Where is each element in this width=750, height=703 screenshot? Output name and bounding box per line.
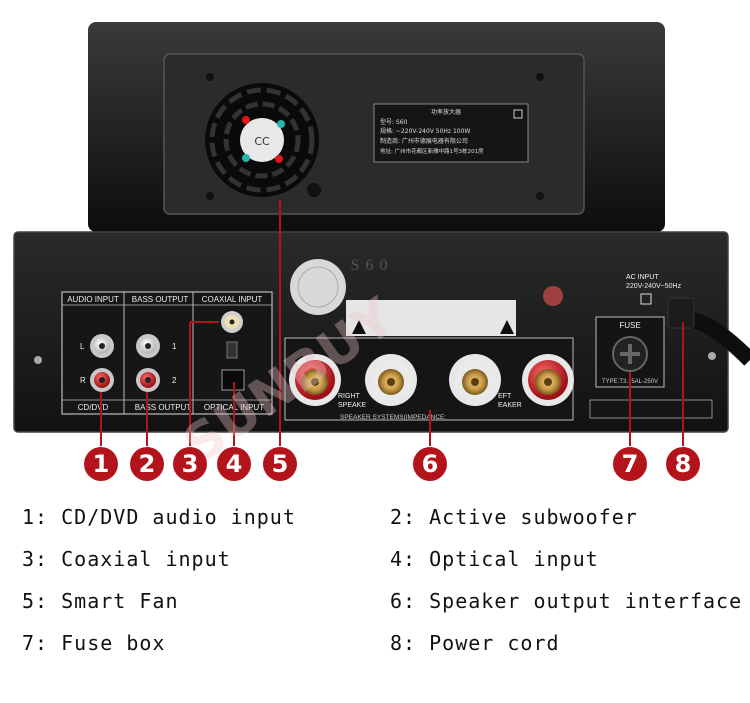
svg-text:SPEAKE: SPEAKE [338,402,366,409]
svg-text:L: L [80,342,85,351]
info-plate [373,103,529,163]
svg-text:1: 1 [172,342,177,351]
svg-text:制造商: 广州市德展电器有限公司: 制造商: 广州市德展电器有限公司 [380,137,468,145]
svg-text:AUDIO INPUT: AUDIO INPUT [67,295,119,304]
legend-item-7: 7: Fuse box [22,631,166,655]
svg-text:BASS OUTPUT: BASS OUTPUT [135,403,192,412]
svg-text:SPEAKER SYSTEMS(IMPEDANCE:: SPEAKER SYSTEMS(IMPEDANCE: [340,414,446,421]
callout-7: 7 [613,447,647,481]
ccc-mark [543,286,563,306]
svg-text:RIGHT: RIGHT [338,393,361,400]
callout-3: 3 [173,447,207,481]
svg-text:规格: ~220V-240V 50Hz 100W: 规格: ~220V-240V 50Hz 100W [380,127,470,135]
svg-text:EAKER: EAKER [498,402,522,409]
callout-2: 2 [130,447,164,481]
svg-text:2: 2 [172,376,177,385]
legend-item-3: 3: Coaxial input [22,547,231,571]
svg-text:FUSE: FUSE [619,321,640,330]
dc-jack [226,341,238,359]
svg-text:型号: S60: 型号: S60 [380,118,408,126]
svg-text:地址: 广州市花都区新雅中路1号3栋201房: 地址: 广州市花都区新雅中路1号3栋201房 [380,147,484,155]
callout-leaders [100,200,684,446]
legend-item-4: 4: Optical input [390,547,599,571]
svg-text:BASS OUTPUT: BASS OUTPUT [132,295,189,304]
svg-text:220V-240V~50Hz: 220V-240V~50Hz [626,283,682,290]
callout-4: 4 [217,447,251,481]
amplifier-rear-photo: CC 功率放大器 型号: S60 规格: ~220V-240V 50Hz 100… [13,22,750,476]
warning-label [346,300,516,336]
cd-dvd-jacks [90,334,114,392]
svg-text:功率放大器: 功率放大器 [431,108,461,116]
svg-text:COAXIAL INPUT: COAXIAL INPUT [202,295,263,304]
svg-text:AC INPUT: AC INPUT [626,274,659,281]
fan-badge: CC [254,135,270,148]
svg-text:S60: S60 [351,257,394,274]
fan-grill [205,83,319,197]
callout-6: 6 [413,447,447,481]
bass-output-jacks [136,334,160,392]
svg-text:EFT: EFT [498,393,512,400]
legend-item-6: 6: Speaker output interface [390,589,743,613]
callout-8: 8 [666,447,700,481]
callout-5: 5 [263,447,297,481]
legend-item-2: 2: Active subwoofer [390,505,638,529]
legend-item-1: 1: CD/DVD audio input [22,505,296,529]
svg-text:CD/DVD: CD/DVD [78,403,109,412]
coaxial-jack [221,311,243,333]
speaker-terminals [289,354,574,406]
callout-1: 1 [84,447,118,481]
svg-text:R: R [80,376,86,385]
power-cord-strain-relief [667,297,695,329]
legend-item-5: 5: Smart Fan [22,589,179,613]
legend-item-8: 8: Power cord [390,631,560,655]
